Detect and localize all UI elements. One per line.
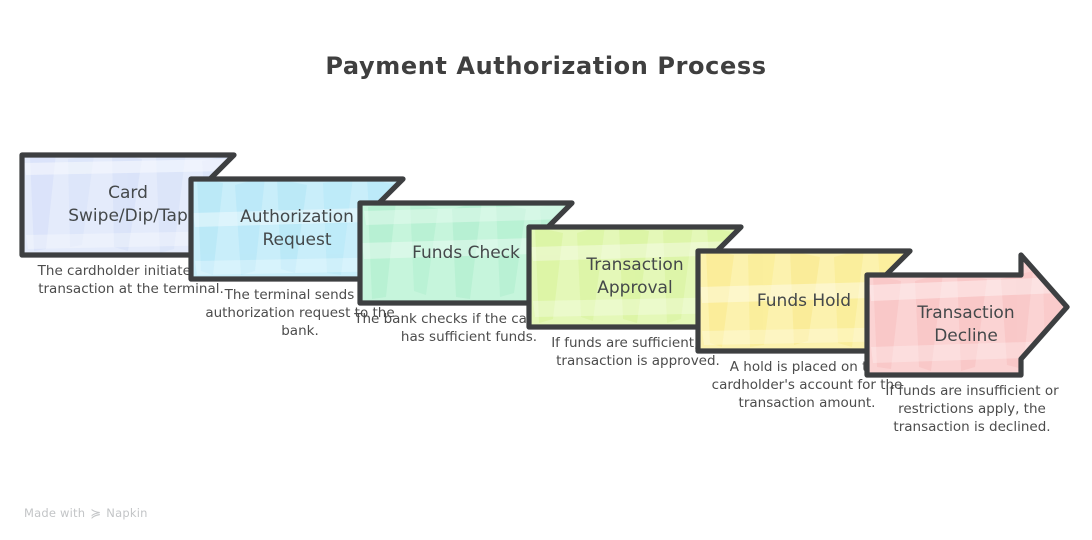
napkin-watermark: Made with ≽ Napkin	[24, 506, 148, 520]
napkin-logo-icon: ≽	[90, 506, 102, 521]
step-caption-2: The terminal sends an authorization requ…	[205, 287, 395, 339]
page-title: Payment Authorization Process	[325, 52, 767, 80]
step-caption-1: The cardholder initiates the transaction…	[37, 263, 225, 297]
watermark-brand: Napkin	[106, 506, 148, 520]
process-step-6[interactable]: Transaction Decline If funds are insuffi…	[864, 252, 1085, 435]
step-shape-5	[695, 248, 913, 354]
step-shape-2	[188, 176, 406, 282]
watermark-prefix: Made with	[24, 506, 86, 520]
step-shape-6-arrow	[864, 252, 1070, 378]
step-caption-4: If funds are sufficient, the transaction…	[551, 335, 725, 369]
step-caption-3: The bank checks if the cardholder has su…	[354, 311, 584, 345]
step-caption-6: If funds are insufficient or restriction…	[885, 383, 1059, 435]
process-step-3[interactable]: Funds Check The bank checks if the cardh…	[354, 200, 584, 345]
step-caption-5: A hold is placed on the cardholder's acc…	[711, 359, 903, 411]
step-shape-3	[357, 200, 575, 306]
